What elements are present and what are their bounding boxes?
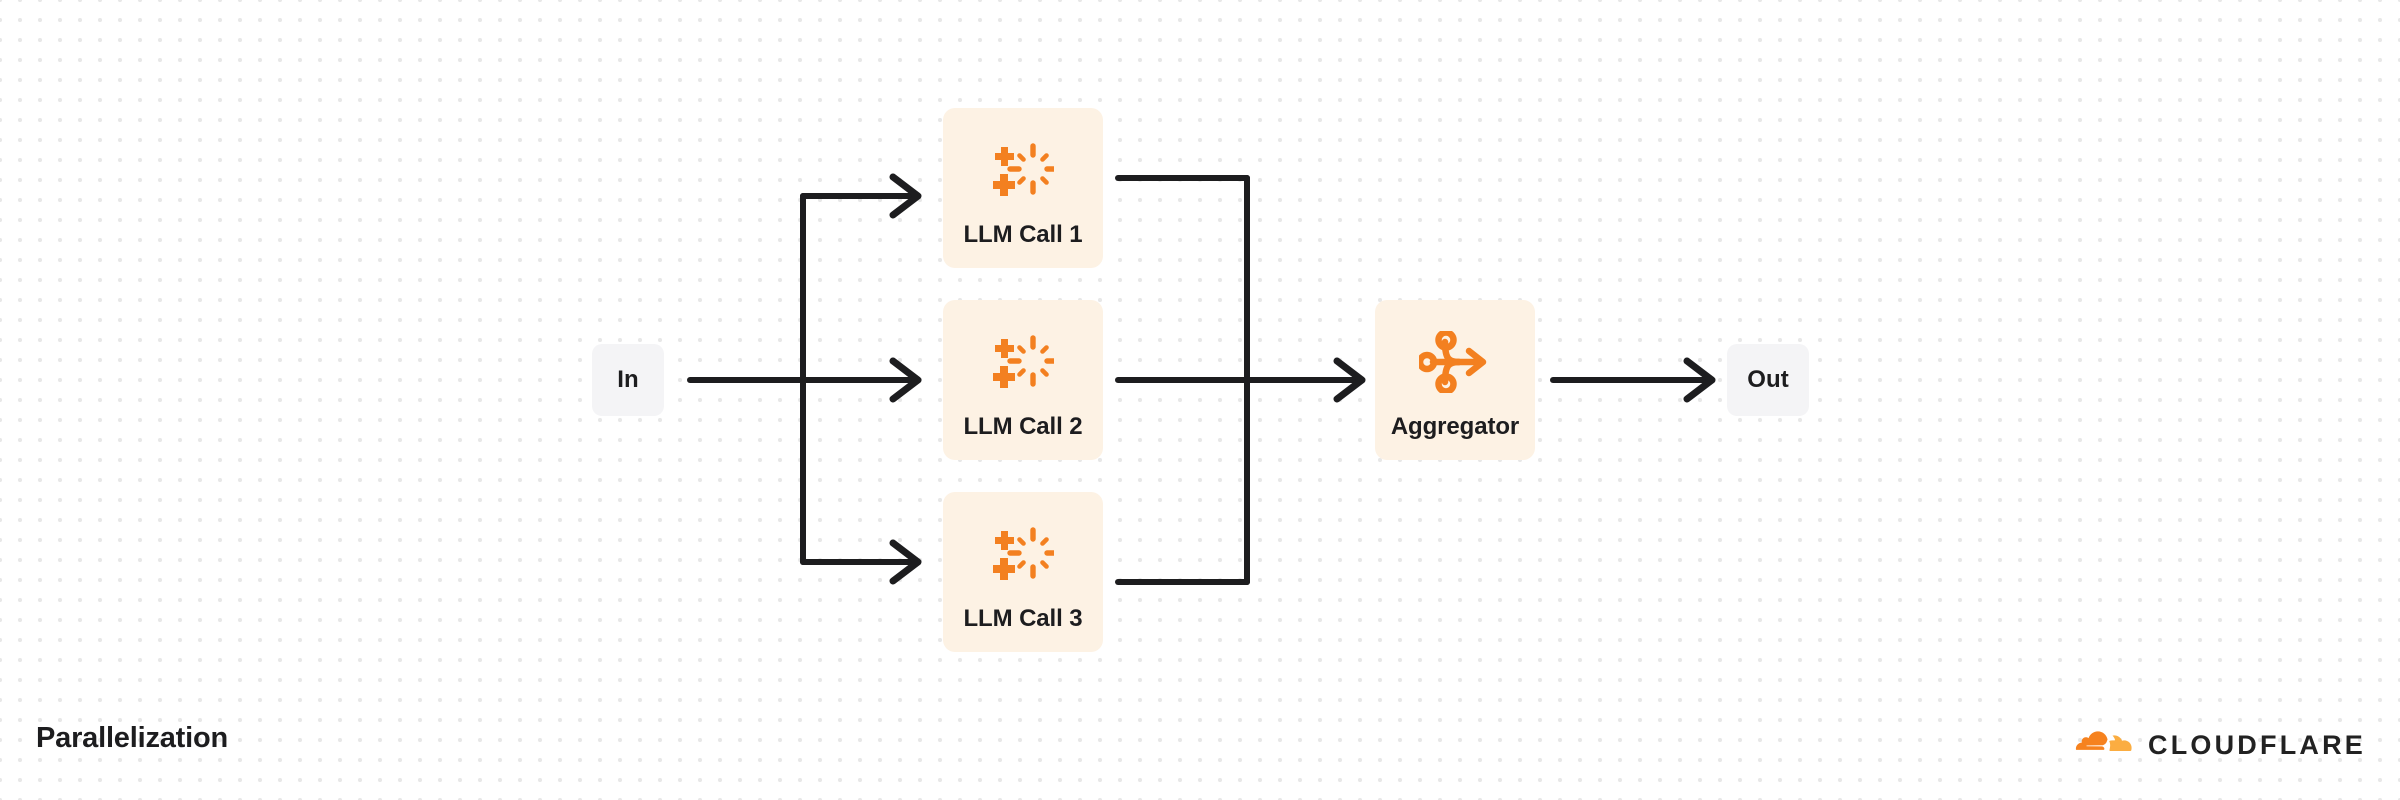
node-llm-call-1[interactable]: LLM Call 1 [943, 108, 1103, 268]
cloudflare-logo: CLOUDFLARE [2060, 727, 2366, 763]
node-llm-call-1-label: LLM Call 1 [963, 221, 1083, 248]
node-aggregator-label: Aggregator [1390, 413, 1520, 440]
diagram-title: Parallelization [36, 722, 229, 754]
node-out[interactable]: Out [1727, 344, 1809, 416]
merge-arrow-icon [1419, 325, 1491, 399]
node-in[interactable]: In [592, 344, 664, 416]
arrowhead-llm1 [889, 173, 922, 219]
ai-sparkle-icon [992, 517, 1054, 591]
cloudflare-wordmark: CLOUDFLARE [2148, 729, 2366, 760]
arrowhead-out [1683, 357, 1716, 403]
node-out-label: Out [1747, 366, 1789, 393]
node-aggregator[interactable]: Aggregator [1375, 300, 1535, 460]
node-llm-call-3-label: LLM Call 3 [963, 605, 1083, 632]
ai-sparkle-icon [992, 325, 1054, 399]
node-llm-call-3[interactable]: LLM Call 3 [943, 492, 1103, 652]
arrowhead-llm2 [889, 357, 922, 403]
cloudflare-cloud-icon [2060, 727, 2134, 763]
arrowhead-llm3 [889, 539, 922, 585]
arrowhead-aggregator [1333, 357, 1366, 403]
node-llm-call-2[interactable]: LLM Call 2 [943, 300, 1103, 460]
node-in-label: In [617, 366, 639, 393]
ai-sparkle-icon [992, 133, 1054, 207]
node-llm-call-2-label: LLM Call 2 [963, 413, 1083, 440]
